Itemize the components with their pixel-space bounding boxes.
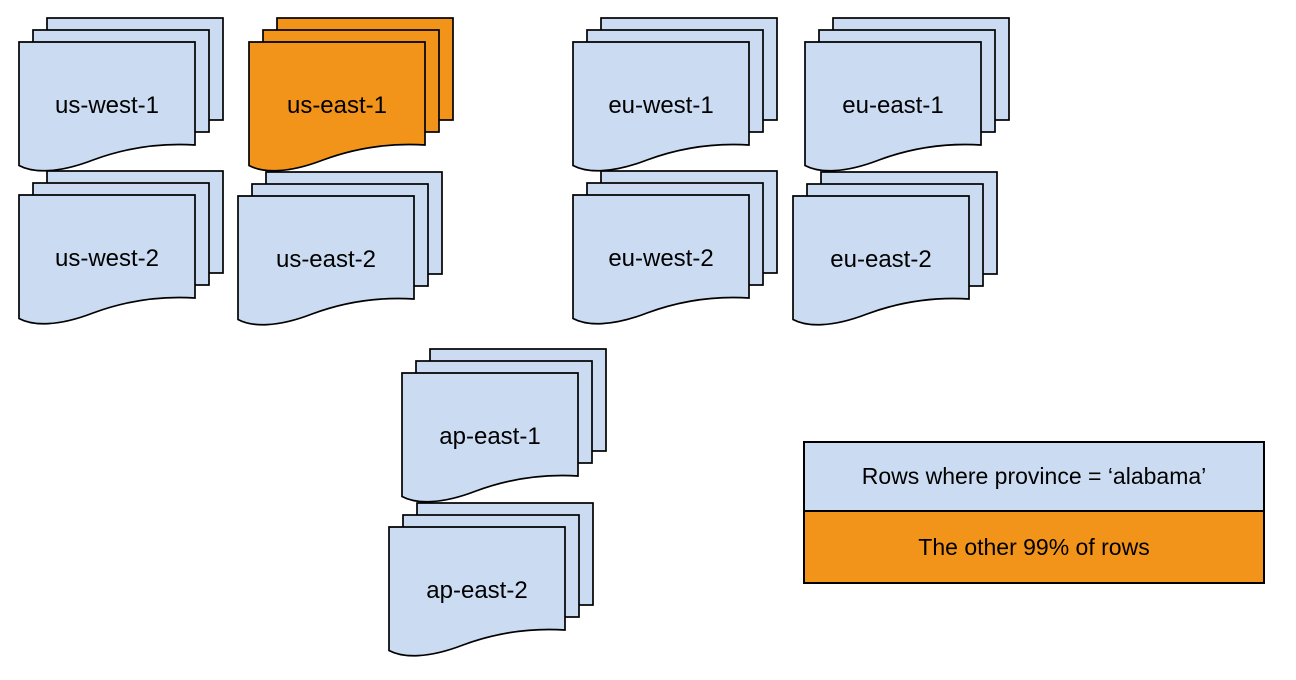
region-stack-eu-east-1: eu-east-1 bbox=[804, 17, 1010, 179]
region-stack-us-west-2: us-west-2 bbox=[18, 170, 224, 332]
document-stack-icon bbox=[572, 17, 778, 172]
region-stack-eu-west-1: eu-west-1 bbox=[572, 17, 778, 179]
region-stack-us-west-1: us-west-1 bbox=[18, 17, 224, 179]
document-stack-icon bbox=[248, 17, 454, 172]
document-stack-icon bbox=[388, 502, 594, 657]
region-stack-eu-east-2: eu-east-2 bbox=[792, 171, 998, 333]
legend-label-alabama-rows: Rows where province = ‘alabama’ bbox=[861, 463, 1207, 489]
region-stack-ap-east-2: ap-east-2 bbox=[388, 502, 594, 664]
region-stack-ap-east-1: ap-east-1 bbox=[401, 348, 607, 510]
document-stack-icon bbox=[18, 170, 224, 325]
document-stack-icon bbox=[792, 171, 998, 326]
legend: Rows where province = ‘alabama’ The othe… bbox=[803, 441, 1265, 584]
document-stack-icon bbox=[237, 171, 443, 326]
document-stack-icon bbox=[401, 348, 607, 503]
region-stack-eu-west-2: eu-west-2 bbox=[572, 170, 778, 332]
legend-item-other-rows: The other 99% of rows bbox=[805, 512, 1263, 582]
legend-item-alabama-rows: Rows where province = ‘alabama’ bbox=[805, 443, 1263, 512]
document-stack-icon bbox=[572, 170, 778, 325]
document-stack-icon bbox=[18, 17, 224, 172]
legend-label-other-rows: The other 99% of rows bbox=[918, 533, 1150, 560]
document-stack-icon bbox=[804, 17, 1010, 172]
region-stack-us-east-1: us-east-1 bbox=[248, 17, 454, 179]
region-stack-us-east-2: us-east-2 bbox=[237, 171, 443, 333]
